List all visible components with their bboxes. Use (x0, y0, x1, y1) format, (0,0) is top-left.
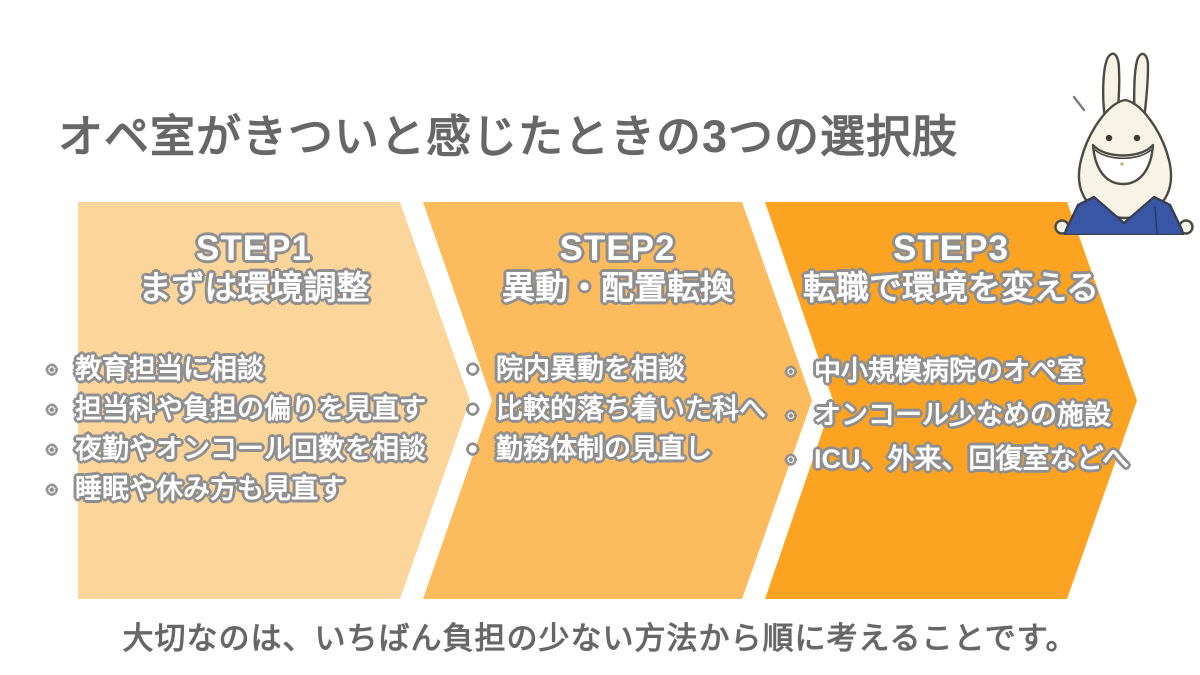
page-title: オペ室がきついと感じたときの3つの選択肢 (58, 111, 959, 162)
bullet-icon: • (468, 354, 478, 384)
step2-heading: 異動・配置転換 (502, 269, 733, 306)
bullet-icon: ◦ (786, 444, 796, 474)
footer-note: 大切なのは、いちばん負担の少ない方法から順に考えることです。 (122, 621, 1078, 656)
rabbit-tooth-dot (1120, 162, 1124, 166)
list-item-text: 中小規模病院のオペ室 (814, 356, 1084, 386)
step1-header: STEP1 まずは環境調整 (58, 229, 450, 308)
step1-label: STEP1 (196, 229, 312, 268)
list-item: ◦ 中小規模病院のオペ室 (786, 349, 1129, 393)
list-item: • 院内異動を相談 (468, 349, 766, 389)
step3-heading: 転職で環境を変える (802, 269, 1099, 306)
bullet-icon: ◦ (47, 474, 57, 504)
step3-bullet-list: ◦ 中小規模病院のオペ室 ◦ オンコール少なめの施設 ◦ ICU、外来、回復室などへ (786, 349, 1129, 481)
rabbit-right-eye (1133, 134, 1141, 142)
rabbit-left-eye (1105, 134, 1113, 142)
list-item-text: 夜勤やオンコール回数を相談 (75, 434, 426, 464)
step1-heading: まずは環境調整 (138, 269, 370, 306)
step1-chevron (78, 202, 470, 599)
list-item-text: ICU、外来、回復室などへ (814, 444, 1130, 474)
rabbit-mascot-icon (1054, 52, 1194, 235)
list-item-text: 院内異動を相談 (496, 354, 685, 384)
bullet-icon: ◦ (47, 354, 57, 384)
list-item: ◦ 担当科や負担の偏りを見直す (47, 389, 426, 429)
list-item: ◦ 教育担当に相談 (47, 349, 426, 389)
list-item: ◦ ICU、外来、回復室などへ (786, 437, 1129, 481)
list-item: ◦ オンコール少なめの施設 (786, 393, 1129, 437)
list-item: ◦ 睡眠や休み方も見直す (47, 469, 426, 509)
step2-header: STEP2 異動・配置転換 (423, 229, 812, 308)
step3-label: STEP3 (893, 229, 1009, 268)
list-item: ◦ 夜勤やオンコール回数を相談 (47, 429, 426, 469)
list-item-text: 勤務体制の見直し (496, 434, 712, 464)
step2-bullet-list: • 院内異動を相談 • 比較的落ち着いた科へ • 勤務体制の見直し (468, 349, 766, 469)
bullet-icon: ◦ (786, 356, 796, 386)
list-item: • 比較的落ち着いた科へ (468, 389, 766, 429)
list-item-text: 担当科や負担の偏りを見直す (75, 394, 426, 424)
list-item-text: オンコール少なめの施設 (814, 400, 1111, 430)
list-item-text: 比較的落ち着いた科へ (496, 394, 766, 424)
list-item-text: 教育担当に相談 (75, 354, 264, 384)
bullet-icon: • (468, 394, 478, 424)
rabbit-teeth-line (1094, 149, 1152, 159)
motion-line-icon (1072, 95, 1086, 112)
scrub-pocket-line (1154, 206, 1158, 234)
list-item: • 勤務体制の見直し (468, 429, 766, 469)
step3-header: STEP3 転職で環境を変える (765, 229, 1137, 308)
step2-label: STEP2 (559, 229, 676, 268)
bullet-icon: • (468, 434, 478, 464)
bullet-icon: ◦ (47, 394, 57, 424)
bullet-icon: ◦ (786, 400, 796, 430)
bullet-icon: ◦ (47, 434, 57, 464)
list-item-text: 睡眠や休み方も見直す (75, 474, 345, 504)
step1-bullet-list: ◦ 教育担当に相談 ◦ 担当科や負担の偏りを見直す ◦ 夜勤やオンコール回数を相談 ◦… (47, 349, 426, 509)
rabbit-scrub-top (1063, 195, 1185, 235)
